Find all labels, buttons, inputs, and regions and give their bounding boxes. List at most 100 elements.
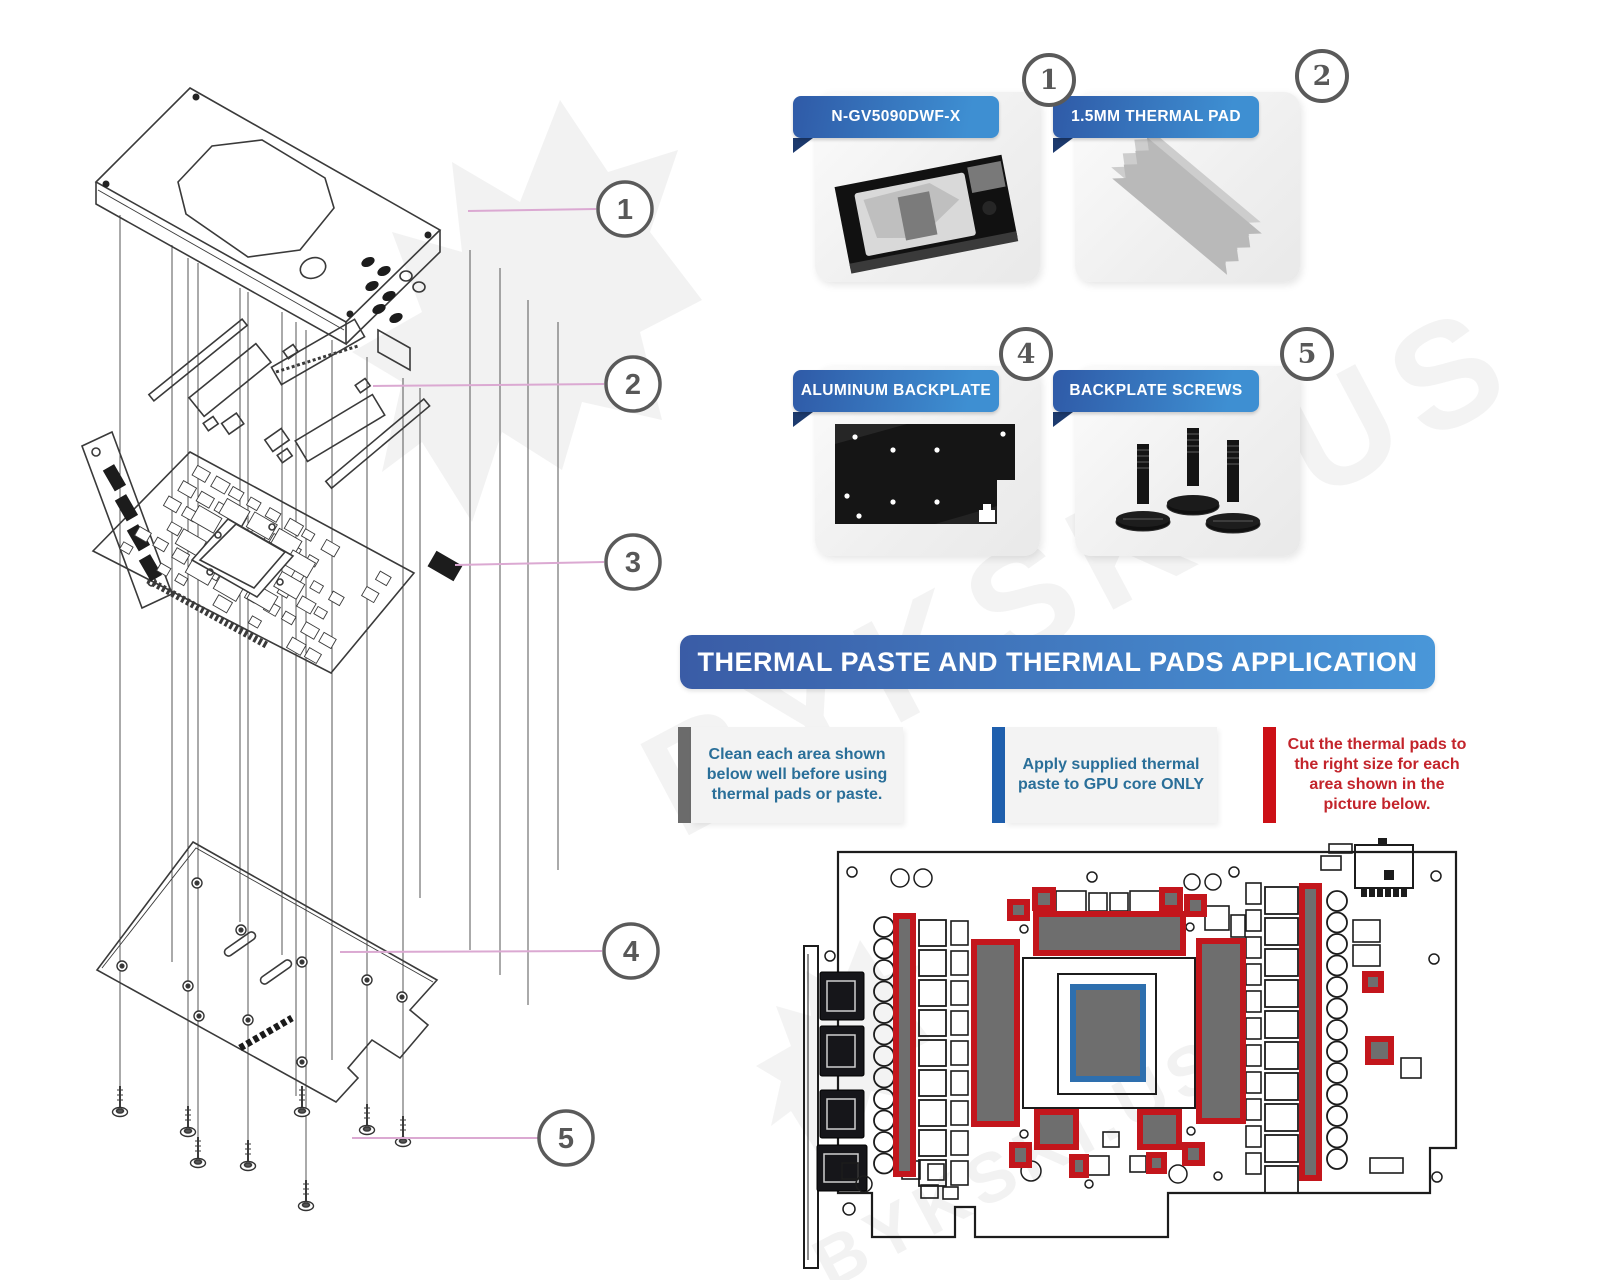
mosfet — [950, 980, 969, 1006]
part-label: N-GV5090DWF-X — [831, 108, 961, 125]
callout-4: 4 — [602, 922, 660, 980]
choke — [1264, 1165, 1299, 1194]
component-outline — [927, 1163, 945, 1181]
capacitor — [1326, 1148, 1348, 1170]
component-outline — [1204, 905, 1230, 931]
hole-or-cap — [1186, 1126, 1196, 1136]
power-connector-pin — [1369, 888, 1375, 897]
capacitor — [1326, 1083, 1348, 1106]
thermal-pad-area-large — [971, 939, 1020, 1127]
capacitor — [873, 1131, 895, 1153]
capacitor — [873, 916, 895, 938]
mosfet — [1245, 963, 1262, 986]
note-text: Clean each area shown below well before … — [706, 746, 888, 803]
capacitor — [1326, 954, 1348, 977]
part-card-thermal-pad: 1.5MM THERMAL PAD — [1053, 92, 1300, 282]
capacitor — [1326, 997, 1348, 1020]
part-label: ALUMINUM BACKPLATE — [800, 382, 992, 399]
component-outline — [1129, 890, 1163, 913]
ribbon-fold — [793, 412, 813, 427]
mosfet — [950, 920, 969, 946]
component-outline — [1352, 919, 1381, 943]
gpu-substrate — [1057, 973, 1157, 1095]
capacitor — [1326, 911, 1348, 934]
callout-leader-lines — [339, 208, 605, 1139]
capacitor — [1326, 1040, 1348, 1063]
component-outline — [1055, 890, 1087, 913]
mosfet — [1245, 882, 1262, 905]
part-label-ribbon: 1.5MM THERMAL PAD — [1053, 96, 1259, 138]
callout-1: 1 — [596, 180, 654, 238]
thermal-pads-drawing — [147, 318, 431, 490]
note-apply-paste: Apply supplied thermal paste to GPU core… — [992, 727, 1217, 823]
part-number: 5 — [1297, 338, 1317, 370]
io-ports — [361, 256, 403, 324]
thermal-pad-area-small — [1182, 1142, 1205, 1166]
part-number: 4 — [1016, 338, 1036, 370]
choke — [1264, 1103, 1299, 1132]
svg-text:2: 2 — [625, 369, 641, 401]
capacitor — [1326, 976, 1348, 998]
note-clean-areas: Clean each area shown below well before … — [678, 727, 903, 823]
screw-back — [1166, 428, 1220, 516]
part-number-badge-4: 4 — [999, 327, 1053, 381]
capacitor — [1326, 1105, 1348, 1127]
pcb-components — [119, 464, 392, 665]
part-card-waterblock: N-GV5090DWF-X — [793, 92, 1040, 282]
terminal-tab — [377, 328, 411, 372]
water-block-drawing — [94, 87, 442, 372]
mosfet — [1245, 1152, 1262, 1175]
thermal-pad-photo — [1111, 136, 1262, 275]
hole-or-cap — [1228, 866, 1240, 878]
part-label-ribbon: N-GV5090DWF-X — [793, 96, 999, 138]
svg-text:5: 5 — [558, 1123, 574, 1155]
hole-or-cap — [846, 866, 858, 878]
capacitor — [873, 1152, 895, 1175]
component-outline — [1400, 1057, 1422, 1079]
note-accent-bar — [678, 727, 691, 823]
exploded-assembly-diagram: 1 2 3 4 5 — [80, 87, 662, 1212]
backplate-screws-drawing — [111, 1086, 412, 1212]
note-text: Cut the thermal pads to the right size f… — [1287, 736, 1467, 813]
part-card-backplate: ALUMINUM BACKPLATE — [793, 366, 1040, 556]
note-box: Clean each area shown below well before … — [691, 727, 903, 823]
ribbon-fold — [1053, 412, 1073, 427]
mosfet — [950, 950, 969, 976]
hole-or-cap — [1168, 1164, 1188, 1184]
thermal-pad-area-medium — [1365, 1036, 1394, 1065]
hole-or-cap — [1183, 873, 1201, 891]
display-port — [819, 1089, 865, 1139]
hole-or-cap — [842, 1202, 856, 1216]
note-cut-pads: Cut the thermal pads to the right size f… — [1263, 727, 1478, 823]
capacitor — [1326, 1062, 1348, 1084]
thermal-pad-area-large — [1299, 883, 1322, 1181]
screw-left — [1115, 444, 1171, 532]
hole-or-cap — [1431, 1171, 1443, 1183]
power-connector-pin — [1377, 888, 1383, 897]
display-port — [819, 971, 865, 1021]
thermal-pad-area-large — [893, 913, 916, 1177]
choke — [918, 1129, 947, 1157]
choke — [918, 919, 947, 947]
mosfet — [1245, 1071, 1262, 1094]
capacitor — [1326, 890, 1348, 912]
choke — [918, 1039, 947, 1067]
thermal-pad-area-small — [1032, 887, 1056, 911]
hole-or-cap — [1019, 1129, 1029, 1139]
choke — [1264, 1072, 1299, 1101]
note-box: Cut the thermal pads to the right size f… — [1276, 727, 1478, 823]
thermal-pad-area-medium — [1034, 1109, 1079, 1150]
pci-bracket — [80, 430, 174, 610]
component-outline — [1369, 1157, 1404, 1174]
choke — [1264, 1010, 1299, 1039]
thermal-pad-area-large — [1033, 911, 1186, 956]
part-number-badge-2: 2 — [1295, 49, 1349, 103]
choke — [1264, 1041, 1299, 1070]
acrylic-window — [177, 139, 335, 258]
power-connector-pin — [1385, 888, 1391, 897]
choke — [918, 1099, 947, 1127]
capacitor — [873, 937, 895, 960]
choke — [1264, 917, 1299, 946]
choke — [1264, 1134, 1299, 1163]
choke — [918, 979, 947, 1007]
